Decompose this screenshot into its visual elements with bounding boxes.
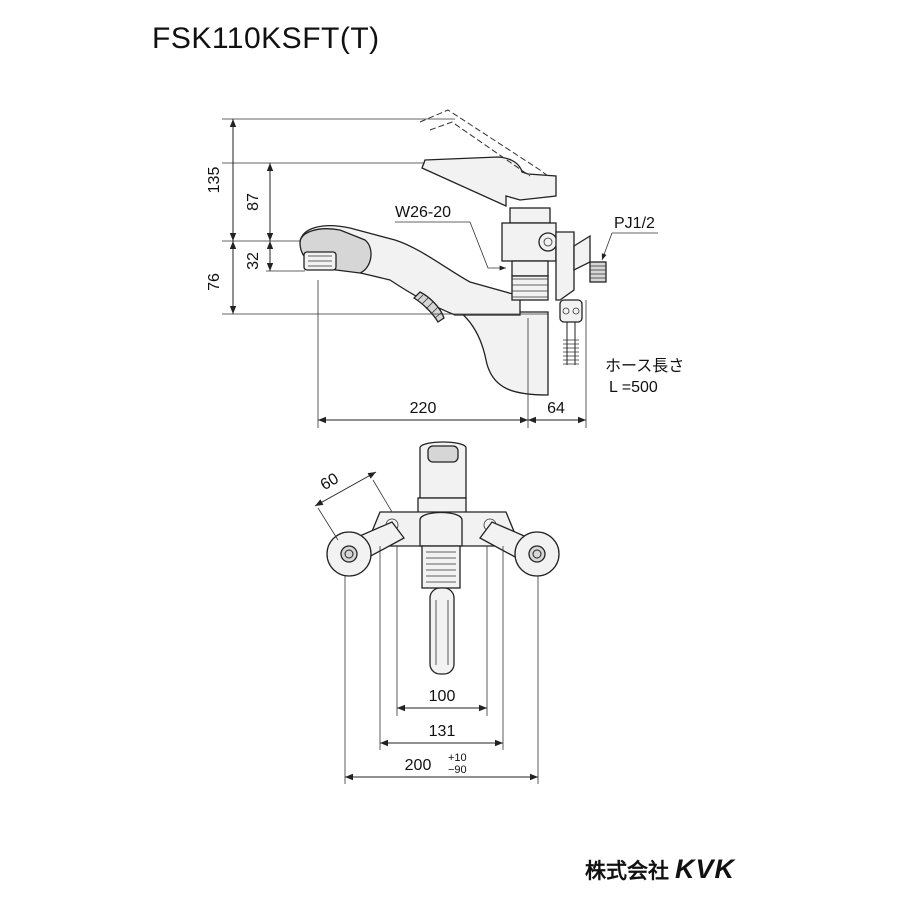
dim-131: 131 bbox=[429, 723, 456, 740]
dim-64: 64 bbox=[547, 400, 565, 417]
dim-60: 60 bbox=[318, 470, 342, 494]
dim-200: 200 bbox=[405, 757, 432, 774]
model-title: FSK110KSFT(T) bbox=[152, 22, 380, 55]
label-hose-l500: L =500 bbox=[609, 379, 658, 396]
label-hose-length: ホース長さ bbox=[605, 357, 684, 375]
dim-87: 87 bbox=[245, 193, 262, 211]
dim-76: 76 bbox=[206, 273, 223, 291]
tolerance-plus: +10 bbox=[448, 752, 467, 764]
faucet-top-body bbox=[326, 441, 560, 675]
manufacturer-logo: 株式会社 KVK bbox=[585, 854, 735, 885]
label-pj1-2: PJ1/2 bbox=[614, 215, 655, 232]
dim-135: 135 bbox=[206, 167, 223, 194]
faucet-side-body bbox=[299, 109, 607, 396]
label-w26-20: W26-20 bbox=[395, 204, 451, 221]
side-view: 135 87 32 76 220 64 W26-20 PJ1/2 ホース長さ L… bbox=[206, 109, 684, 428]
dim-220: 220 bbox=[410, 400, 437, 417]
brand-label: KVK bbox=[675, 854, 736, 884]
dim-100: 100 bbox=[429, 688, 456, 705]
bottom-view: 60 100 131 200 +10 −90 bbox=[314, 441, 560, 784]
company-label: 株式会社 bbox=[585, 859, 669, 883]
dim-32: 32 bbox=[245, 252, 262, 270]
tolerance-minus: −90 bbox=[448, 764, 467, 776]
